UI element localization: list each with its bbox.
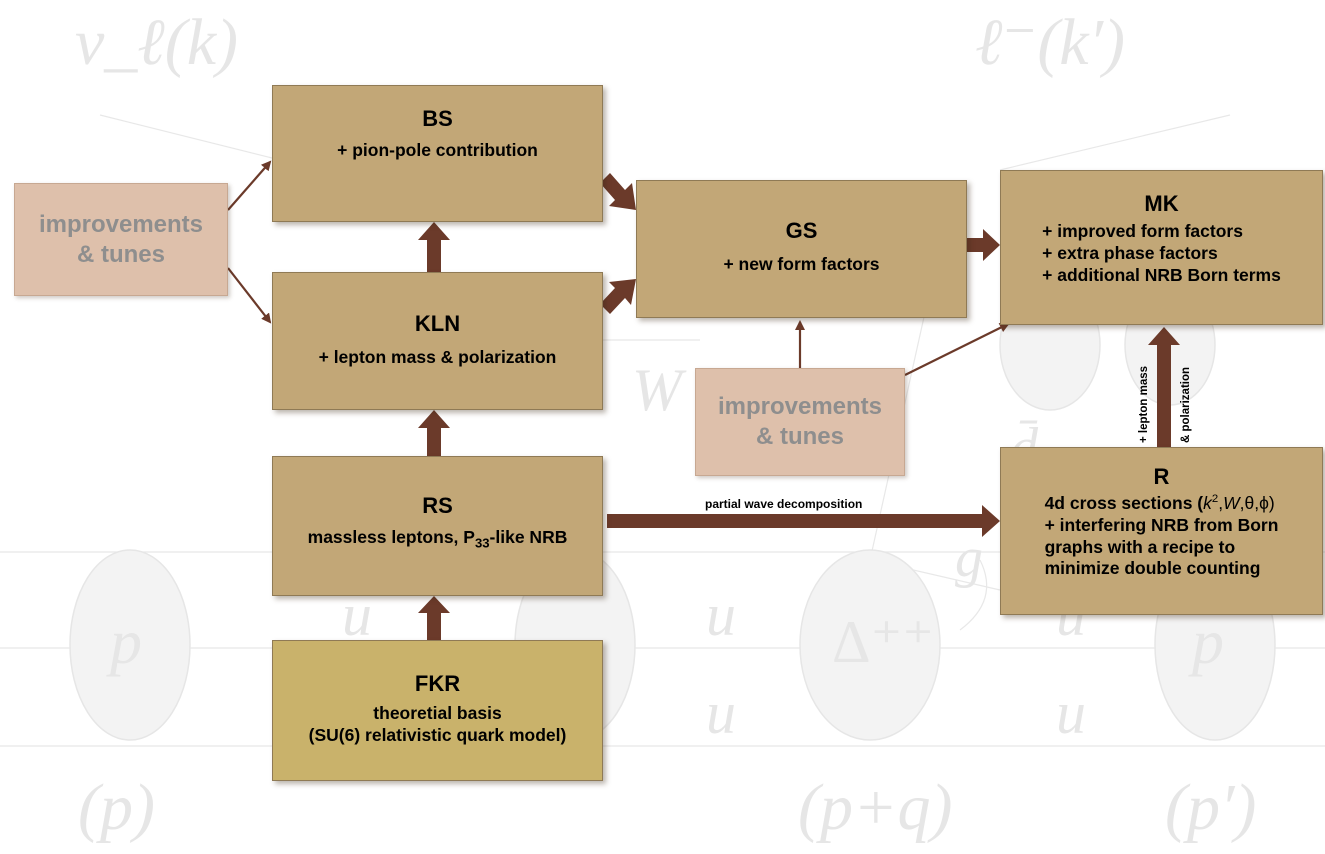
box-kln-title: KLN [414,311,461,336]
box-gs-title: GS [785,218,818,243]
bg-label-proton-left: p [110,606,142,677]
bg-label-neutrino: ν_ℓ(k) [75,6,239,79]
tunes-center-line1: improvements [717,393,883,420]
box-r: R 4d cross sections (k2,W,θ,ϕ) + interfe… [1000,447,1323,615]
box-r-line1-post: ,θ,ϕ) [1239,492,1275,513]
box-fkr-title: FKR [414,671,461,696]
box-r-line1: 4d cross sections (k2,W,θ,ϕ) [1045,492,1279,515]
box-bs-title: BS [422,106,453,131]
tunes-box-left: improvements & tunes [14,183,228,296]
label-lepton-mass: + lepton mass [1138,365,1150,443]
box-kln-line1: + lepton mass & polarization [318,347,557,367]
box-r-line1-w: W [1223,492,1240,513]
bg-label-lepton: ℓ⁻(k′) [975,6,1126,79]
box-r-line2: + interfering NRB from Born [1044,514,1279,535]
box-r-line1-mid: , [1218,492,1224,513]
box-kln: KLN + lepton mass & polarization [272,272,603,410]
tunes-left-line2: & tunes [76,240,165,268]
tunes-left-line1: improvements [38,210,204,238]
box-rs-line1-pre: massless leptons, P [307,527,475,547]
bg-label-u5: u [706,680,736,746]
box-mk: MK + improved form factors + extra phase… [1000,170,1323,325]
box-r-line1-k: k [1203,492,1212,513]
box-mk-line3: + additional NRB Born terms [1042,264,1281,285]
bg-label-pprime-momentum: (p′) [1165,771,1257,844]
box-rs-line1-post: -like NRB [489,527,568,547]
box-mk-title: MK [1144,191,1179,216]
bg-label-pq-momentum: (p+q) [798,771,953,844]
box-gs: GS + new form factors [636,180,967,318]
box-fkr-line2: (SU(6) relativistic quark model) [308,724,567,745]
bg-label-proton-right: p [1192,606,1224,677]
box-bs-line1: + pion-pole contribution [337,140,538,160]
box-gs-line1: + new form factors [723,254,880,274]
bg-label-w: W [632,357,682,423]
tunes-box-center: improvements & tunes [695,368,905,476]
label-partial-wave: partial wave decomposition [705,497,863,511]
box-mk-line1: + improved form factors [1042,221,1243,241]
box-fkr-line1: theoretial basis [373,703,502,723]
box-rs: RS massless leptons, P33-like NRB [272,456,603,596]
box-r-line4: minimize double counting [1044,558,1261,579]
tunes-center-line2: & tunes [755,423,844,450]
box-rs-title: RS [422,493,453,518]
box-r-title: R [1153,464,1170,489]
box-bs: BS + pion-pole contribution [272,85,603,222]
box-rs-line1-sub: 33 [474,535,490,551]
box-rs-line1: massless leptons, P33-like NRB [273,527,602,552]
box-fkr: FKR theoretial basis (SU(6) relativistic… [272,640,603,781]
box-r-line1-k-sup: 2 [1211,493,1219,505]
bg-label-u2: u [706,582,736,648]
bg-label-p-momentum: (p) [78,771,155,844]
bg-label-g: g [955,527,983,589]
box-mk-line2: + extra phase factors [1042,242,1218,263]
label-polarization: & polarization [1180,366,1192,443]
bg-label-delta: Δ⁺⁺ [832,609,934,675]
box-r-line3: graphs with a recipe to [1044,536,1236,557]
bg-label-u6: u [1056,680,1086,746]
box-r-line1-pre: 4d cross sections ( [1044,492,1204,513]
